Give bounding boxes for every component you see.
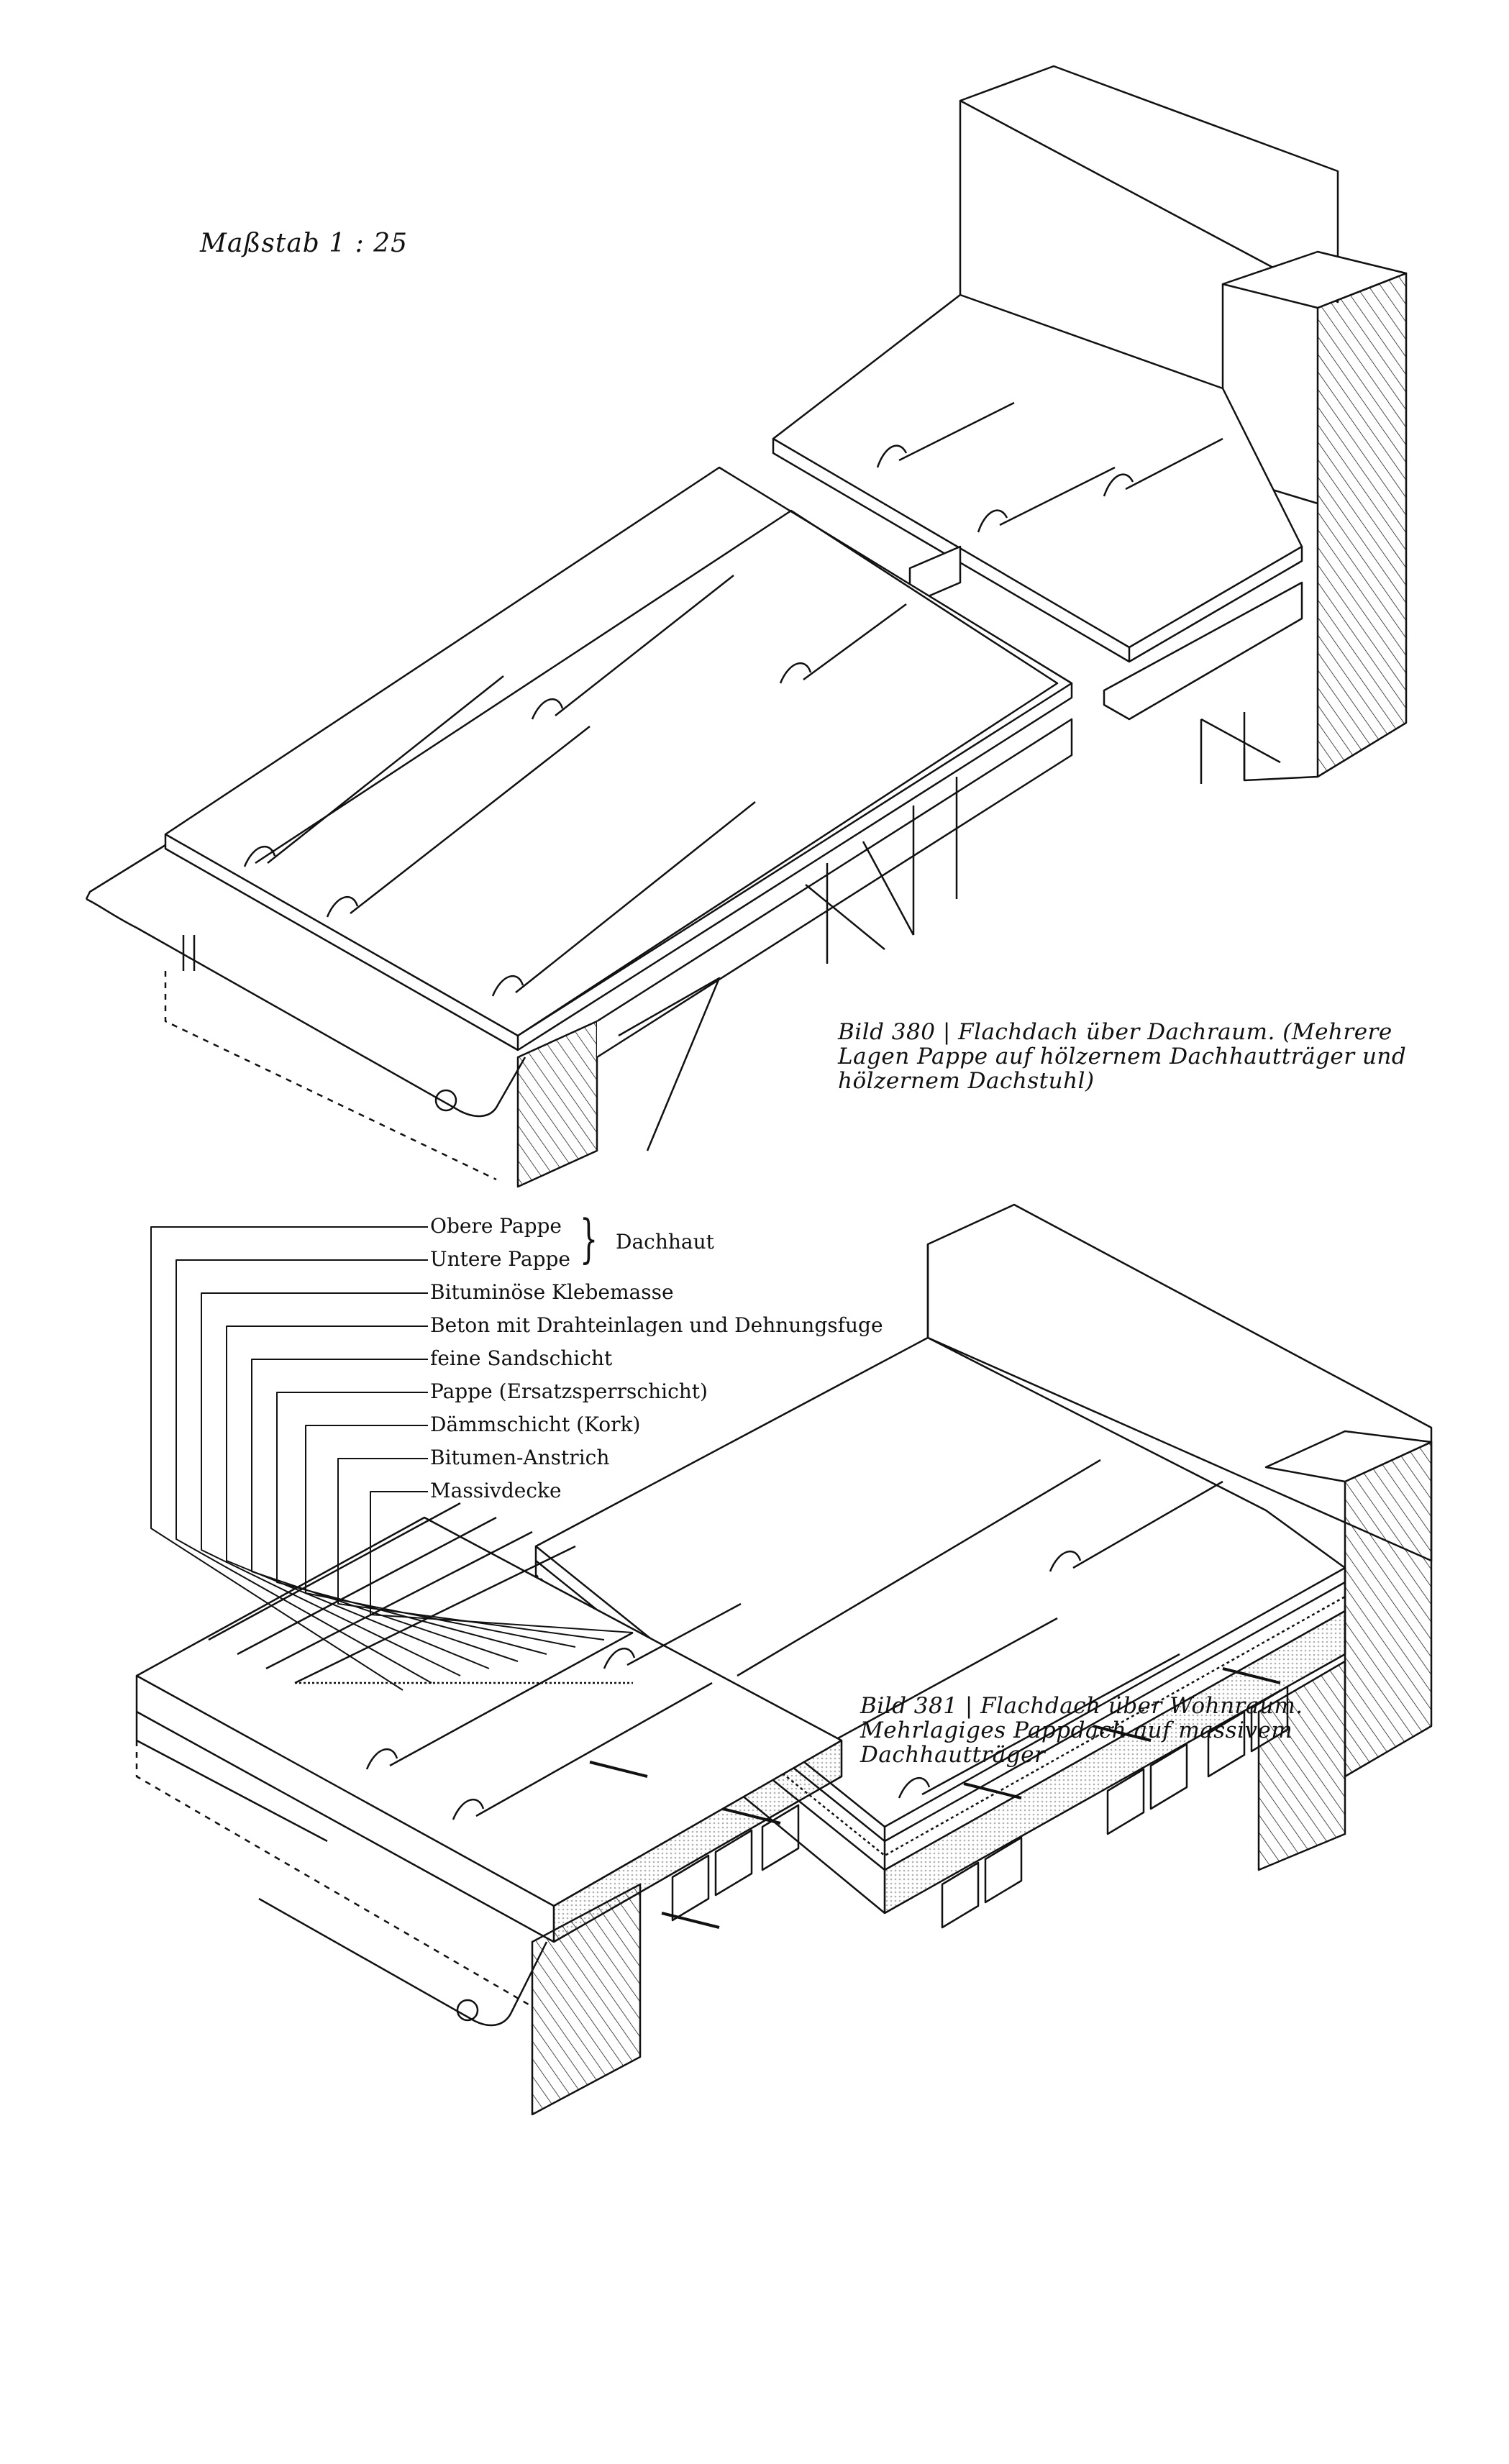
- layer-label-pappe-ersatzsperrschicht: Pappe (Ersatzsperrschicht): [430, 1379, 708, 1403]
- layer-label-massivdecke: Massivdecke: [430, 1479, 562, 1502]
- figure-380-caption: Bild 380 | Flachdach über Dachraum. (Meh…: [838, 1019, 1407, 1094]
- layer-label-beton: Beton mit Drahteinlagen und Dehnungsfuge: [430, 1313, 883, 1337]
- hollow-blocks-upper: [941, 1685, 1289, 1929]
- layer-label-daemmschicht: Dämmschicht (Kork): [430, 1413, 641, 1436]
- layer-label-klebemasse: Bituminöse Klebemasse: [430, 1280, 674, 1304]
- layer-label-bitumen-anstrich: Bitumen-Anstrich: [430, 1446, 610, 1469]
- dachhaut-brace: }: [580, 1208, 598, 1269]
- label-leader-lines: [150, 1226, 634, 1691]
- layer-label-sandschicht: feine Sandschicht: [430, 1346, 613, 1370]
- hollow-blocks-lower: [671, 1804, 800, 1922]
- figure-380-drawing: [85, 65, 1408, 1188]
- figure-381-drawing: [135, 1203, 1433, 2116]
- scale-label: Maßstab 1 : 25: [200, 229, 408, 258]
- group-label-dachhaut: Dachhaut: [616, 1230, 714, 1254]
- layer-label-obere-pappe: Obere Pappe: [430, 1214, 562, 1238]
- layer-label-untere-pappe: Untere Pappe: [430, 1247, 571, 1271]
- figure-381-caption: Bild 381 | Flachdach über Wohnraum. Mehr…: [860, 1693, 1303, 1768]
